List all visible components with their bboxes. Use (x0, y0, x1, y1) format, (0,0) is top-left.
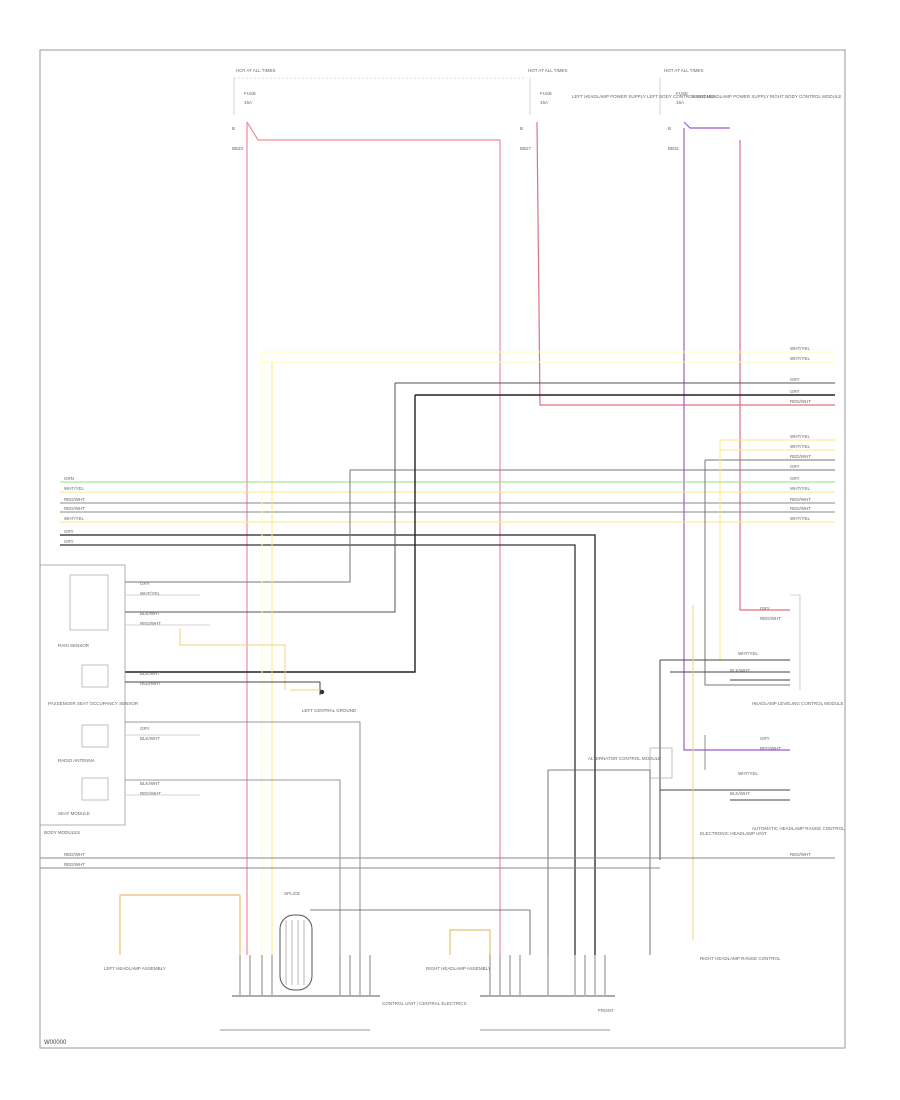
svg-text:WHT/YEL: WHT/YEL (790, 434, 810, 439)
svg-text:RADIO ANTENNA: RADIO ANTENNA (58, 758, 95, 763)
svg-text:HOT AT ALL TIMES: HOT AT ALL TIMES (236, 68, 276, 73)
svg-text:BLK/WHT: BLK/WHT (140, 671, 160, 676)
svg-text:WHT/YEL: WHT/YEL (790, 356, 810, 361)
svg-text:RED/WHT: RED/WHT (790, 506, 811, 511)
svg-text:RED/WHT: RED/WHT (790, 399, 811, 404)
svg-text:GRY: GRY (760, 736, 770, 741)
right-module-group: GRY RED/WHT WHT/YEL BLK/WHT HEADLAMP LEV… (547, 594, 845, 955)
svg-text:FRONT: FRONT (598, 1008, 614, 1013)
svg-text:GRY: GRY (760, 606, 770, 611)
svg-text:GRY: GRY (140, 726, 150, 731)
svg-text:RED/WHT: RED/WHT (64, 862, 85, 867)
svg-text:ALTERNATOR CONTROL MODULE: ALTERNATOR CONTROL MODULE (588, 756, 661, 761)
diagram-frame (39, 49, 846, 1049)
svg-text:WHT/YEL: WHT/YEL (790, 486, 810, 491)
svg-text:RED/WHT: RED/WHT (64, 497, 85, 502)
svg-text:WHT/YEL: WHT/YEL (140, 591, 160, 596)
svg-text:BB33: BB33 (232, 146, 244, 151)
svg-text:BLK/WHT: BLK/WHT (730, 791, 750, 796)
fuse-notes: LEFT HEADLAMP POWER SUPPLY LEFT BODY CON… (572, 94, 841, 99)
svg-text:PASSENGER SEAT OCCUPANCY SENSO: PASSENGER SEAT OCCUPANCY SENSOR (48, 701, 139, 706)
svg-text:WHT/YEL: WHT/YEL (64, 486, 84, 491)
top-fuse-1: HOT AT ALL TIMES FUSE 15A B BB33 (232, 68, 525, 151)
svg-text:15A: 15A (540, 100, 548, 105)
svg-text:B: B (520, 126, 523, 131)
svg-text:BB27: BB27 (520, 146, 532, 151)
svg-text:RED/WHT: RED/WHT (760, 746, 781, 751)
top-fuse-3: HOT AT ALL TIMES FUSE 15A B BB31 (659, 68, 704, 151)
svg-text:RED/WHT: RED/WHT (790, 454, 811, 459)
svg-text:BB31: BB31 (668, 146, 680, 151)
lower-section: RED/WHT RED/WHT RED/WHT LEFT HEADLAMP AS… (40, 852, 835, 1031)
svg-text:FUSE: FUSE (676, 91, 688, 96)
svg-text:WHT/YEL: WHT/YEL (738, 771, 758, 776)
svg-text:GRY: GRY (790, 389, 800, 394)
svg-text:RIGHT HEADLAMP POWER SUPPLY RI: RIGHT HEADLAMP POWER SUPPLY RIGHT BODY C… (692, 94, 841, 99)
bus-labels-left: GRN WHT/YEL RED/WHT RED/WHT WHT/YEL GRY … (64, 476, 85, 544)
svg-text:BLK/WHT: BLK/WHT (730, 668, 750, 673)
svg-text:GRY: GRY (790, 464, 800, 469)
svg-text:GRY: GRY (140, 581, 150, 586)
svg-text:GRY: GRY (790, 377, 800, 382)
footer-code: W00000 (44, 1040, 67, 1046)
svg-text:GRY: GRY (790, 476, 800, 481)
svg-text:RED/WHT: RED/WHT (64, 852, 85, 857)
svg-text:BLK/WHT: BLK/WHT (140, 611, 160, 616)
svg-text:SEAT MODULE: SEAT MODULE (58, 811, 90, 816)
svg-text:RED/WHT: RED/WHT (790, 497, 811, 502)
svg-text:HOT AT ALL TIMES: HOT AT ALL TIMES (528, 68, 568, 73)
svg-text:RED/WHT: RED/WHT (760, 616, 781, 621)
top-fuse-2: HOT AT ALL TIMES FUSE 15A B BB27 (520, 68, 568, 151)
svg-text:LEFT HEADLAMP ASSEMBLY: LEFT HEADLAMP ASSEMBLY (104, 966, 166, 971)
svg-text:RED/WHT: RED/WHT (64, 506, 85, 511)
svg-text:FUSE: FUSE (244, 91, 256, 96)
horizontal-bus (60, 351, 835, 955)
svg-text:HOT AT ALL TIMES: HOT AT ALL TIMES (664, 68, 704, 73)
power-wires (246, 121, 835, 955)
svg-text:WHT/YEL: WHT/YEL (790, 346, 810, 351)
svg-text:BLK/WHT: BLK/WHT (140, 781, 160, 786)
svg-text:LEFT HEADLAMP POWER SUPPLY LEF: LEFT HEADLAMP POWER SUPPLY LEFT BODY CON… (572, 94, 715, 99)
svg-text:WHT/YEL: WHT/YEL (738, 651, 758, 656)
bus-labels-right: WHT/YEL WHT/YEL GRY GRY RED/WHT WHT/YEL … (790, 346, 811, 521)
svg-text:ELECTRONIC HEADLAMP UNIT: ELECTRONIC HEADLAMP UNIT (700, 831, 767, 836)
svg-text:HEADLAMP LEVELING CONTROL MODU: HEADLAMP LEVELING CONTROL MODULE (752, 701, 844, 706)
svg-text:GRN: GRN (64, 476, 74, 481)
svg-text:RED/WHT: RED/WHT (140, 791, 161, 796)
svg-text:WHT/YEL: WHT/YEL (790, 516, 810, 521)
svg-text:RIGHT HEADLAMP ASSEMBLY: RIGHT HEADLAMP ASSEMBLY (426, 966, 491, 971)
svg-text:SPLICE: SPLICE (284, 891, 300, 896)
svg-text:RAIN SENSOR: RAIN SENSOR (58, 643, 90, 648)
svg-text:CONTROL UNIT / CENTRAL ELECTRI: CONTROL UNIT / CENTRAL ELECTRICS (382, 1001, 467, 1006)
svg-text:BODY MODULES: BODY MODULES (44, 830, 80, 835)
svg-text:GRY: GRY (64, 529, 74, 534)
svg-text:RED/WHT: RED/WHT (140, 621, 161, 626)
svg-text:RIGHT HEADLAMP RANGE CONTROL: RIGHT HEADLAMP RANGE CONTROL (700, 956, 781, 961)
svg-text:AUTOMATIC HEADLAMP RANGE CONTR: AUTOMATIC HEADLAMP RANGE CONTROL (752, 826, 845, 831)
svg-text:BLK/WHT: BLK/WHT (140, 736, 160, 741)
svg-text:WHT/YEL: WHT/YEL (64, 516, 84, 521)
left-module-group: BODY MODULES RAIN SENSOR GRY WHT/YEL BLK… (40, 564, 361, 955)
svg-text:GRY: GRY (64, 539, 74, 544)
svg-text:B: B (668, 126, 671, 131)
svg-text:15A: 15A (676, 100, 684, 105)
svg-text:RED/WHT: RED/WHT (140, 681, 161, 686)
svg-text:B: B (232, 126, 235, 131)
svg-text:15A: 15A (244, 100, 252, 105)
center-label: LEFT CENTRAL GROUND (302, 708, 357, 713)
svg-text:FUSE: FUSE (540, 91, 552, 96)
svg-text:WHT/YEL: WHT/YEL (790, 444, 810, 449)
svg-text:RED/WHT: RED/WHT (790, 852, 811, 857)
